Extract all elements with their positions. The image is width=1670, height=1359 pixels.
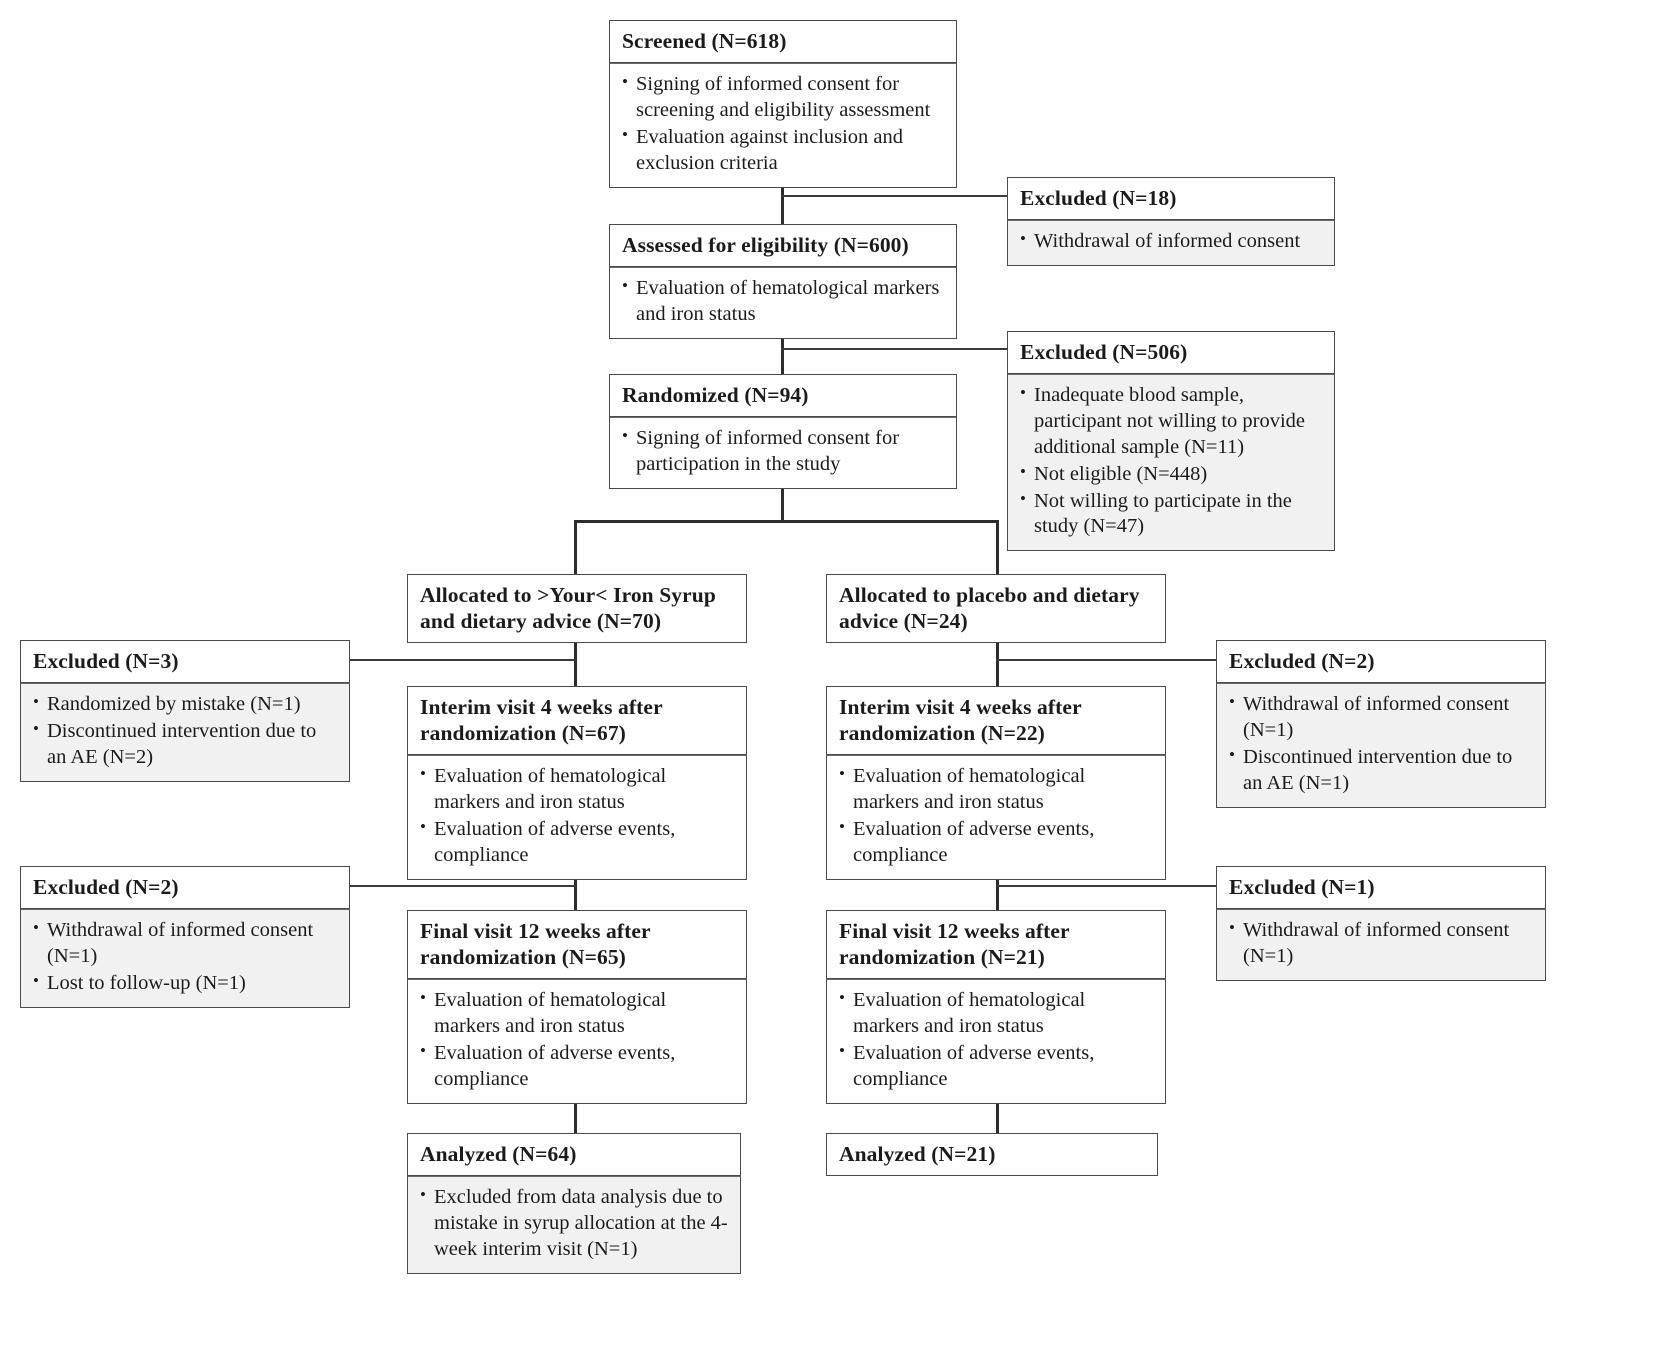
list-item: Discontinued intervention due to an AE (…: [1229, 744, 1535, 797]
node-interim-visit-placebo-body: Evaluation of hematological markers and …: [826, 755, 1166, 880]
node-interim-visit-iron: Interim visit 4 weeks after randomizatio…: [407, 686, 747, 880]
node-excluded-right-2-body: Withdrawal of informed consent (N=1) Dis…: [1216, 683, 1546, 808]
node-screened-body: Signing of informed consent for screenin…: [609, 63, 957, 188]
connector-screened-to-assessed: [781, 168, 784, 230]
node-allocated-placebo: Allocated to placebo and dietary advice …: [826, 574, 1166, 644]
list-item: Evaluation of hematological markers and …: [420, 763, 736, 816]
node-allocated-iron-syrup: Allocated to >Your< Iron Syrup and dieta…: [407, 574, 747, 644]
connector-to-alloc-placebo: [996, 520, 999, 574]
connector-alloc-iron-to-interim: [574, 630, 577, 686]
node-excluded-left-2: Excluded (N=2) Withdrawal of informed co…: [20, 866, 350, 1008]
list-item: Randomized by mistake (N=1): [33, 691, 339, 718]
list-item: Evaluation of hematological markers and …: [839, 763, 1155, 816]
connector-final-iron-to-analyzed: [574, 1081, 577, 1133]
node-excluded-18: Excluded (N=18) Withdrawal of informed c…: [1007, 177, 1335, 267]
node-allocated-placebo-title: Allocated to placebo and dietary advice …: [826, 574, 1166, 644]
node-assessed-eligibility-body: Evaluation of hematological markers and …: [609, 267, 957, 339]
connector-alloc-placebo-to-interim: [996, 630, 999, 686]
node-interim-visit-placebo: Interim visit 4 weeks after randomizatio…: [826, 686, 1166, 880]
list-item: Evaluation of adverse events, compliance: [420, 1040, 736, 1093]
list-item: Excluded from data analysis due to mista…: [420, 1184, 730, 1262]
list-item: Evaluation of hematological markers and …: [420, 987, 736, 1040]
connector-to-alloc-iron: [574, 520, 577, 574]
node-excluded-left-2-title: Excluded (N=2): [20, 866, 350, 910]
node-assessed-eligibility-title: Assessed for eligibility (N=600): [609, 224, 957, 268]
node-assessed-eligibility: Assessed for eligibility (N=600) Evaluat…: [609, 224, 957, 339]
list-item: Evaluation of adverse events, compliance: [420, 816, 736, 869]
list-item: Evaluation of adverse events, compliance: [839, 1040, 1155, 1093]
node-excluded-left-3-body: Randomized by mistake (N=1) Discontinued…: [20, 683, 350, 782]
list-item: Discontinued intervention due to an AE (…: [33, 718, 339, 771]
list-item: Withdrawal of informed consent (N=1): [33, 917, 339, 970]
node-analyzed-iron-title: Analyzed (N=64): [407, 1133, 741, 1177]
node-randomized-body: Signing of informed consent for particip…: [609, 417, 957, 489]
connector-allocation-split: [574, 520, 998, 523]
list-item: Inadequate blood sample, participant not…: [1020, 382, 1324, 460]
node-randomized-title: Randomized (N=94): [609, 374, 957, 418]
connector-to-excluded-18: [781, 195, 1009, 197]
node-excluded-right-1-body: Withdrawal of informed consent (N=1): [1216, 909, 1546, 981]
node-excluded-18-body: Withdrawal of informed consent: [1007, 220, 1335, 267]
list-item: Not eligible (N=448): [1020, 461, 1324, 488]
node-final-visit-iron: Final visit 12 weeks after randomization…: [407, 910, 747, 1104]
list-item: Signing of informed consent for screenin…: [622, 71, 946, 124]
node-excluded-left-3-title: Excluded (N=3): [20, 640, 350, 684]
node-final-visit-iron-body: Evaluation of hematological markers and …: [407, 979, 747, 1104]
list-item: Withdrawal of informed consent (N=1): [1229, 917, 1535, 970]
list-item: Signing of informed consent for particip…: [622, 425, 946, 478]
node-randomized: Randomized (N=94) Signing of informed co…: [609, 374, 957, 489]
connector-randomized-down: [781, 470, 784, 522]
node-excluded-506: Excluded (N=506) Inadequate blood sample…: [1007, 331, 1335, 552]
node-interim-visit-iron-title: Interim visit 4 weeks after randomizatio…: [407, 686, 747, 756]
node-final-visit-placebo-title: Final visit 12 weeks after randomization…: [826, 910, 1166, 980]
node-excluded-18-title: Excluded (N=18): [1007, 177, 1335, 221]
node-excluded-right-2: Excluded (N=2) Withdrawal of informed co…: [1216, 640, 1546, 808]
list-item: Evaluation against inclusion and exclusi…: [622, 124, 946, 177]
node-final-visit-iron-title: Final visit 12 weeks after randomization…: [407, 910, 747, 980]
node-excluded-506-title: Excluded (N=506): [1007, 331, 1335, 375]
connector-to-excluded-left-2: [350, 885, 576, 887]
connector-assessed-to-randomized: [781, 320, 784, 382]
node-screened: Screened (N=618) Signing of informed con…: [609, 20, 957, 188]
connector-to-excluded-right-2: [996, 659, 1218, 661]
node-analyzed-iron: Analyzed (N=64) Excluded from data analy…: [407, 1133, 741, 1274]
node-final-visit-placebo-body: Evaluation of hematological markers and …: [826, 979, 1166, 1104]
node-analyzed-iron-body: Excluded from data analysis due to mista…: [407, 1176, 741, 1274]
node-final-visit-placebo: Final visit 12 weeks after randomization…: [826, 910, 1166, 1104]
list-item: Lost to follow-up (N=1): [33, 970, 339, 997]
node-excluded-left-2-body: Withdrawal of informed consent (N=1) Los…: [20, 909, 350, 1008]
node-screened-title: Screened (N=618): [609, 20, 957, 64]
connector-to-excluded-right-1: [996, 885, 1218, 887]
node-analyzed-placebo: Analyzed (N=21): [826, 1133, 1158, 1177]
connector-to-excluded-506: [781, 348, 1009, 350]
node-allocated-iron-syrup-title: Allocated to >Your< Iron Syrup and dieta…: [407, 574, 747, 644]
connector-final-placebo-to-analyzed: [996, 1081, 999, 1133]
node-interim-visit-iron-body: Evaluation of hematological markers and …: [407, 755, 747, 880]
list-item: Evaluation of hematological markers and …: [839, 987, 1155, 1040]
list-item: Not willing to participate in the study …: [1020, 488, 1324, 541]
node-excluded-right-1-title: Excluded (N=1): [1216, 866, 1546, 910]
node-analyzed-placebo-title: Analyzed (N=21): [826, 1133, 1158, 1177]
node-excluded-506-body: Inadequate blood sample, participant not…: [1007, 374, 1335, 552]
node-excluded-right-2-title: Excluded (N=2): [1216, 640, 1546, 684]
node-excluded-right-1: Excluded (N=1) Withdrawal of informed co…: [1216, 866, 1546, 981]
list-item: Withdrawal of informed consent (N=1): [1229, 691, 1535, 744]
node-excluded-left-3: Excluded (N=3) Randomized by mistake (N=…: [20, 640, 350, 782]
connector-to-excluded-left-3: [350, 659, 576, 661]
node-interim-visit-placebo-title: Interim visit 4 weeks after randomizatio…: [826, 686, 1166, 756]
list-item: Evaluation of adverse events, compliance: [839, 816, 1155, 869]
list-item: Withdrawal of informed consent: [1020, 228, 1324, 255]
list-item: Evaluation of hematological markers and …: [622, 275, 946, 328]
